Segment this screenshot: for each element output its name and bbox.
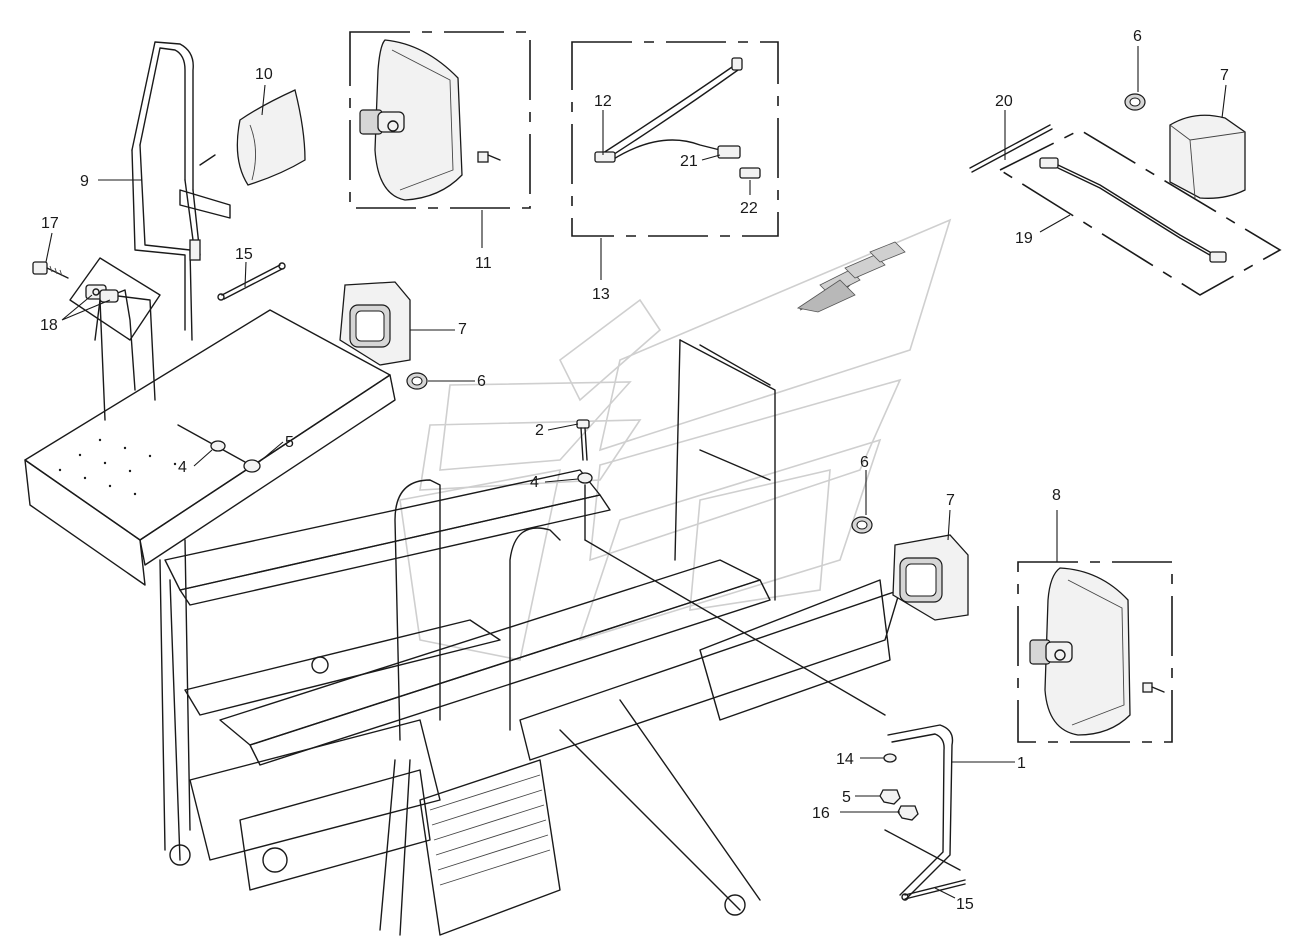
machine-frame [24, 289, 901, 936]
callout-4-centre: 4 [530, 474, 539, 491]
callout-18: 18 [40, 317, 58, 334]
lens-cover-part [236, 89, 306, 186]
rail-bracket-1 [879, 724, 961, 901]
callout-2: 2 [535, 422, 544, 439]
callout-15-top: 15 [235, 246, 253, 263]
callout-8: 8 [1052, 487, 1061, 504]
callouts: 10 9 17 18 15 11 13 12 21 22 20 6 7 19 7… [40, 28, 1229, 913]
callout-6-left: 6 [477, 373, 486, 390]
callout-12: 12 [594, 93, 612, 110]
wiring-harness-19 [998, 129, 1282, 296]
callout-6-top: 6 [1133, 28, 1142, 45]
mirror-kit-8 [1017, 561, 1173, 743]
work-lamp-top [1169, 114, 1246, 199]
callout-5-left: 5 [285, 434, 294, 451]
grommet-right [851, 516, 873, 534]
callout-16: 16 [812, 805, 830, 822]
callout-9: 9 [80, 173, 89, 190]
strap-lower [901, 879, 966, 901]
callout-14: 14 [836, 751, 854, 768]
callout-22: 22 [740, 200, 758, 217]
callout-7-left: 7 [458, 321, 467, 338]
screw-part [32, 261, 69, 279]
platform-rivets [58, 438, 177, 496]
callout-4-left: 4 [178, 459, 187, 476]
leader-lines [45, 46, 1227, 899]
washer-nut-left [177, 424, 261, 473]
watermark-logo [399, 218, 952, 661]
callout-6-right: 6 [860, 454, 869, 471]
bolt-centre [576, 419, 886, 716]
callout-11: 11 [475, 255, 492, 272]
harness-kit-13 [571, 41, 779, 237]
callout-20: 20 [995, 93, 1013, 110]
callout-19: 19 [1015, 230, 1033, 247]
callout-13: 13 [592, 286, 610, 303]
grommet-top [1124, 93, 1146, 111]
callout-21: 21 [680, 153, 698, 170]
mirror-kit-11 [349, 31, 531, 209]
cable-tie-part [969, 124, 1053, 173]
rail-assembly-part [131, 41, 231, 341]
callout-1: 1 [1017, 755, 1026, 772]
work-lamp-left [339, 281, 411, 366]
callout-15-bottom: 15 [956, 896, 974, 913]
callout-17: 17 [41, 215, 59, 232]
work-lamp-right [892, 534, 969, 621]
callout-7-right: 7 [946, 492, 955, 509]
strap-part [217, 262, 286, 301]
callout-10: 10 [255, 66, 273, 83]
callout-7-top: 7 [1220, 67, 1229, 84]
grommet-left [406, 372, 428, 390]
callout-5-right: 5 [842, 789, 851, 806]
